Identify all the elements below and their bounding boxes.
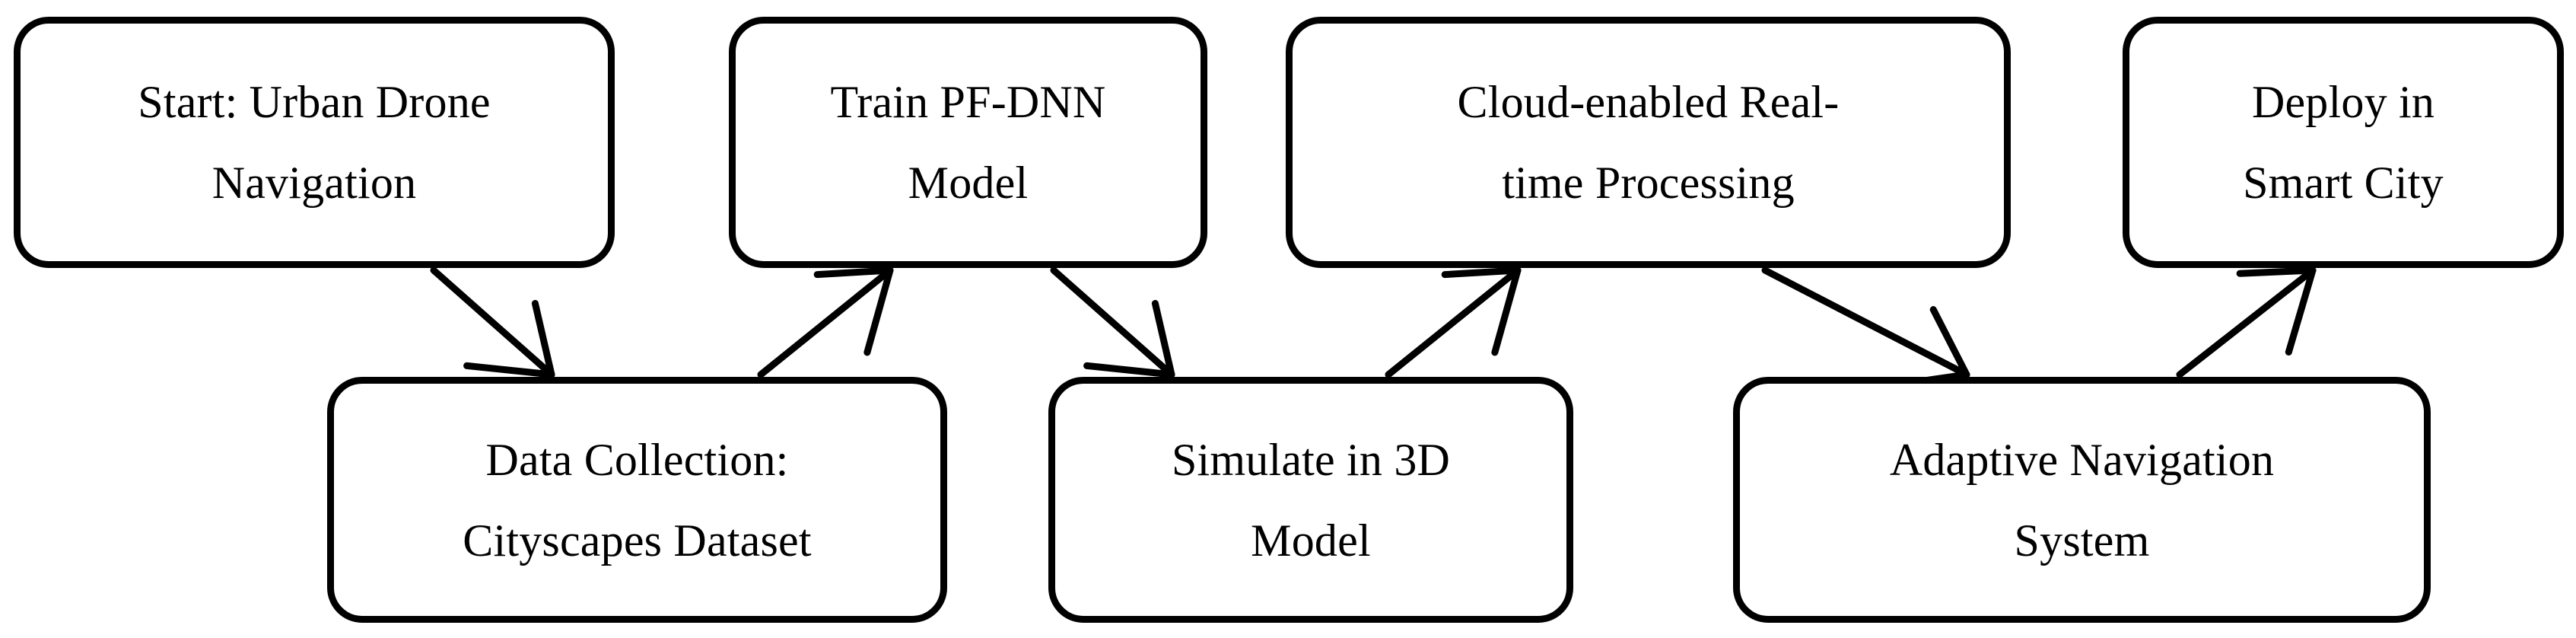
edge-shaft	[1385, 266, 1522, 378]
edge-shaft	[2176, 266, 2317, 378]
node-label-line-2: Cityscapes Dataset	[463, 515, 812, 566]
edge-arrowhead-barb-1	[463, 362, 555, 378]
edge-arrowhead-barb-2	[813, 266, 894, 279]
node-label-line-1: Deploy in	[2251, 77, 2435, 127]
edge-start-to-data-collection	[430, 266, 555, 378]
node-label-line-1: Start: Urban Drone	[138, 77, 491, 127]
edge-arrowhead-barb-1	[1083, 362, 1175, 378]
edge-shaft	[1761, 266, 1970, 378]
node-label-line-2: Navigation	[211, 158, 417, 208]
node-label-line-1: Simulate in 3D	[1171, 434, 1451, 485]
node-deploy-in-smart-city[interactable]: Deploy in Smart City	[2123, 17, 2564, 268]
edge-arrowhead-barb-1	[1491, 266, 1522, 356]
node-start-urban-drone-navigation[interactable]: Start: Urban Drone Navigation	[14, 17, 615, 268]
edge-adaptive-to-deploy	[2176, 266, 2317, 378]
node-label-line-2: Model	[908, 158, 1029, 208]
edge-shaft	[430, 266, 555, 378]
edge-shaft	[757, 266, 894, 378]
node-adaptive-navigation-system[interactable]: Adaptive Navigation System	[1733, 377, 2431, 623]
node-label-line-1: Train PF-DNN	[830, 77, 1106, 127]
node-label-line-1: Data Collection:	[485, 434, 789, 485]
edge-train-to-simulate	[1050, 266, 1175, 378]
edge-arrowhead-barb-2	[1929, 306, 1970, 378]
edge-cloud-to-adaptive	[1761, 266, 1970, 391]
node-data-collection-cityscapes-dataset[interactable]: Data Collection: Cityscapes Dataset	[327, 377, 947, 623]
node-cloud-enabled-real-time-processing[interactable]: Cloud-enabled Real- time Processing	[1286, 17, 2011, 268]
node-label-line-1: Cloud-enabled Real-	[1457, 77, 1840, 127]
node-label-line-2: Model	[1251, 515, 1371, 566]
node-label-line-1: Adaptive Navigation	[1889, 434, 2275, 485]
edge-arrowhead-barb-2	[1151, 299, 1175, 378]
edge-arrowhead-barb-1	[863, 266, 894, 356]
node-simulate-in-3d-model[interactable]: Simulate in 3D Model	[1048, 377, 1573, 623]
edge-arrowhead-barb-2	[1441, 266, 1522, 279]
edge-data-collection-to-train	[757, 266, 894, 378]
edge-arrowhead-barb-2	[2236, 266, 2317, 277]
edge-arrowhead-barb-1	[2285, 266, 2317, 356]
node-label-line-2: System	[2014, 515, 2150, 566]
node-label-line-2: time Processing	[1502, 158, 1795, 208]
edge-arrowhead-barb-2	[531, 299, 555, 378]
edge-shaft	[1050, 266, 1175, 378]
node-train-pf-dnn-model[interactable]: Train PF-DNN Model	[729, 17, 1207, 268]
edge-simulate-to-cloud	[1385, 266, 1522, 378]
node-label-line-2: Smart City	[2243, 158, 2444, 208]
